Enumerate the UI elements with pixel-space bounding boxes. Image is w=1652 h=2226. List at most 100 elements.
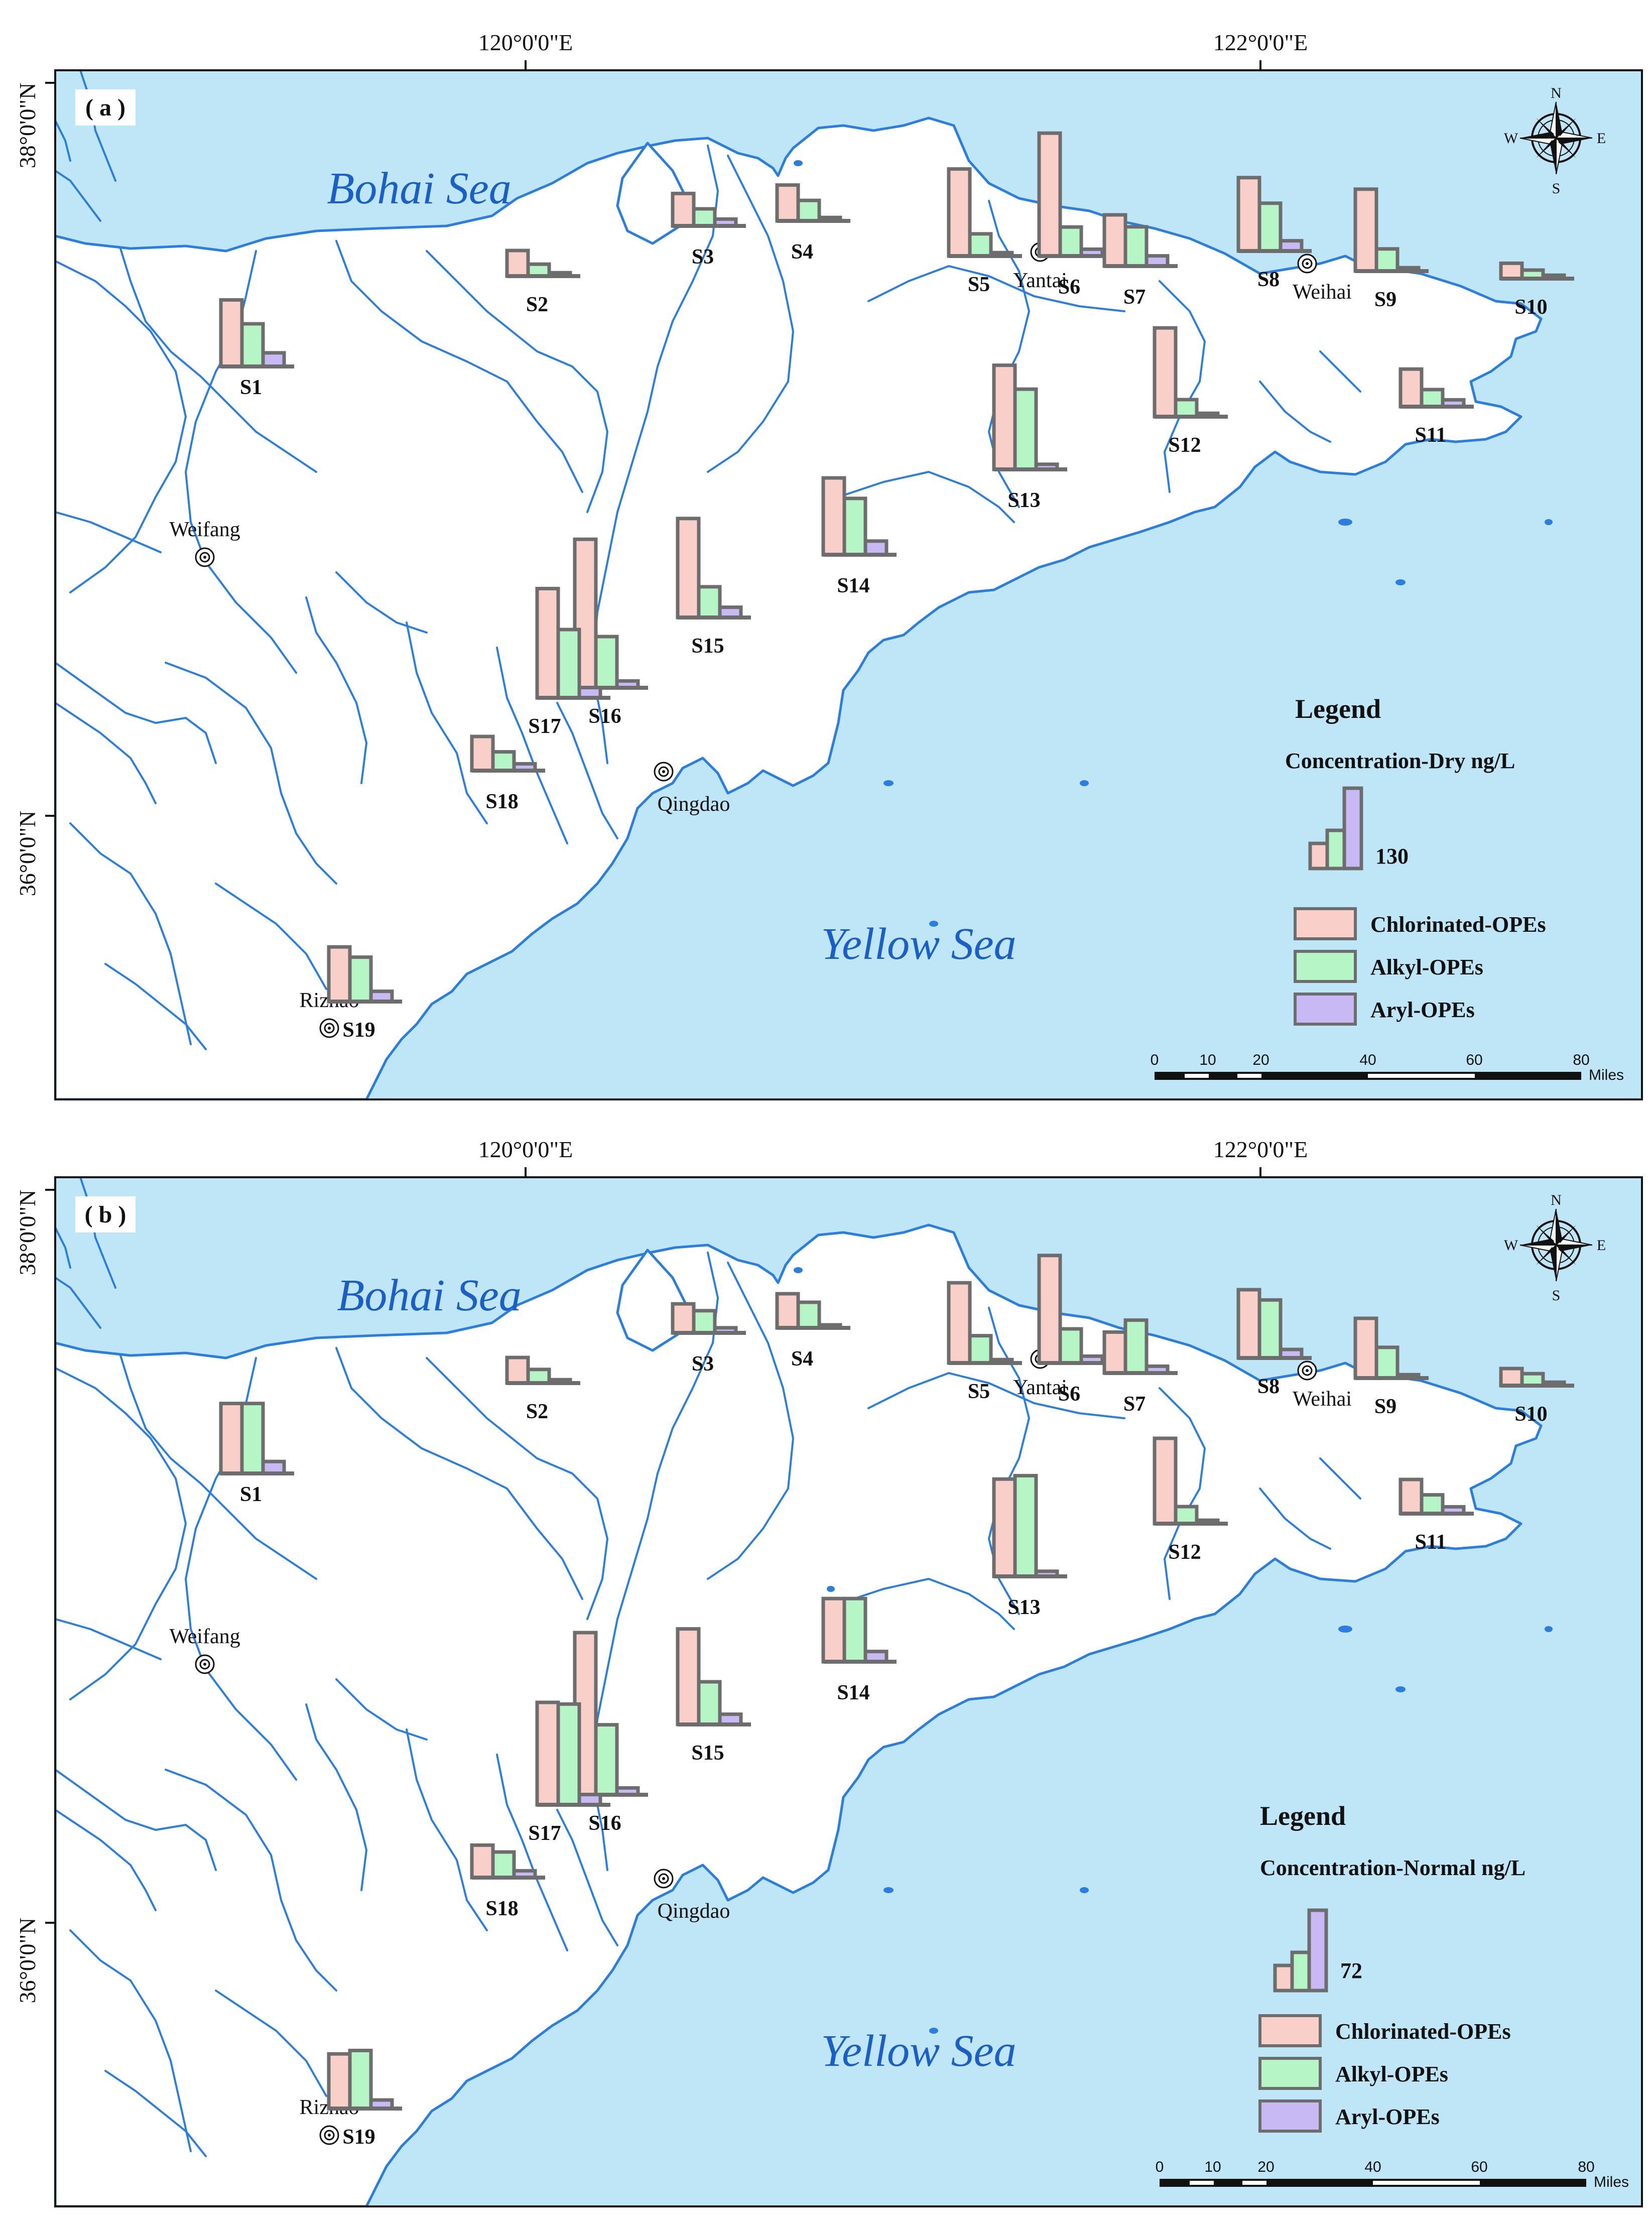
bar-s5-chlorinated [947, 167, 972, 258]
city-qingdao: Qingdao [654, 1869, 730, 1923]
legend-sample-bars [1308, 786, 1363, 871]
svg-text:Aryl-OPEs: Aryl-OPEs [1335, 2105, 1440, 2129]
bar-s17-chlorinated [535, 586, 560, 700]
site-label-s19: S19 [342, 2126, 375, 2149]
site-label-s4: S4 [791, 240, 813, 264]
bar-s6-alkyl [1058, 1327, 1083, 1365]
site-s10-bars: S10 [1499, 261, 1574, 319]
bar-s17-alkyl [556, 1702, 581, 1807]
site-label-s5: S5 [968, 1380, 990, 1403]
svg-text:20: 20 [1257, 2159, 1274, 2175]
bar-s17-alkyl [556, 628, 581, 700]
north-arrow-icon: N S E W [1504, 1192, 1606, 1304]
legend-item-chlorinated: Chlorinated-OPEs [1294, 907, 1546, 940]
site-s19-bars: S19 [327, 945, 402, 1042]
site-s18-bars: S18 [470, 1843, 545, 1920]
site-s11-bars: S11 [1399, 367, 1474, 447]
svg-text:Aryl-OPEs: Aryl-OPEs [1370, 998, 1475, 1022]
site-s3-bars: S3 [671, 191, 746, 269]
svg-text:N: N [1551, 85, 1562, 101]
site-s19-bars: S19 [327, 2048, 402, 2149]
site-s4-bars: S4 [775, 183, 850, 264]
svg-text:Weihai: Weihai [1293, 1388, 1352, 1411]
site-label-s1: S1 [240, 1483, 262, 1506]
site-label-s3: S3 [692, 1352, 714, 1376]
bar-s11-alkyl [1420, 1493, 1445, 1516]
svg-text:S: S [1552, 1287, 1561, 1304]
site-label-s17: S17 [528, 715, 561, 738]
legend-value: 130 [1375, 844, 1409, 869]
bar-s3-chlorinated [671, 1302, 696, 1335]
bar-s14-chlorinated [821, 476, 846, 557]
bar-s8-chlorinated [1236, 176, 1261, 253]
site-label-s9: S9 [1374, 1395, 1396, 1418]
legend-sample-bars [1273, 1908, 1328, 1993]
site-s13-bars: S13 [992, 1473, 1067, 1619]
site-label-s19: S19 [342, 1019, 375, 1042]
site-label-s1: S1 [240, 376, 262, 399]
svg-text:Qingdao: Qingdao [658, 793, 730, 816]
legend: Legend Concentration-Normal ng/L 72 Chlo… [1258, 1801, 1526, 2133]
svg-text:Miles: Miles [1589, 1067, 1624, 1083]
bar-s9-chlorinated [1353, 1316, 1378, 1380]
bar-s11-chlorinated [1399, 367, 1424, 409]
svg-text:80: 80 [1578, 2159, 1594, 2175]
bar-s3-chlorinated [671, 191, 696, 228]
bar-s18-chlorinated [470, 734, 495, 773]
svg-text:0: 0 [1151, 1052, 1159, 1068]
bar-s19-chlorinated [327, 945, 352, 1004]
bar-s14-alkyl [842, 1596, 867, 1664]
svg-text:Chlorinated-OPEs: Chlorinated-OPEs [1335, 2019, 1511, 2044]
bar-s15-alkyl [697, 1680, 722, 1726]
bar-s13-alkyl [1013, 387, 1038, 471]
bar-s5-alkyl [968, 1334, 993, 1365]
sea-label-yellow: Yellow Sea [821, 919, 1016, 969]
legend-title: Legend [1260, 1801, 1346, 1831]
svg-text:S: S [1552, 180, 1561, 197]
site-label-s17: S17 [528, 1822, 561, 1845]
legend-value: 72 [1340, 1958, 1362, 1983]
site-s7-bars: S7 [1102, 213, 1178, 309]
site-label-s12: S12 [1168, 434, 1201, 457]
bar-s6-alkyl [1058, 225, 1083, 258]
bar-s18-alkyl [491, 1850, 516, 1880]
bar-s4-alkyl [796, 1300, 821, 1330]
panel-b-frame [54, 1176, 1643, 2207]
bar-s12-chlorinated [1153, 1436, 1178, 1526]
svg-text:40: 40 [1359, 1052, 1376, 1068]
svg-text:N: N [1551, 1192, 1562, 1208]
bar-s19-alkyl [348, 955, 373, 1004]
bar-s4-alkyl [796, 198, 821, 223]
site-label-s10: S10 [1514, 1403, 1547, 1426]
bar-s15-alkyl [697, 585, 722, 620]
site-label-s11: S11 [1415, 1531, 1446, 1554]
bar-s1-chlorinated [219, 298, 244, 368]
site-label-s3: S3 [692, 245, 714, 269]
bar-s1-chlorinated [219, 1402, 244, 1475]
bar-s9-alkyl [1374, 1345, 1400, 1380]
legend-item-chlorinated: Chlorinated-OPEs [1258, 2014, 1511, 2047]
bar-s15-chlorinated [676, 517, 701, 620]
legend-item-aryl: Aryl-OPEs [1294, 993, 1475, 1026]
bar-s7-alkyl [1123, 225, 1149, 268]
coord-lat-36: 36°0'0"N [15, 811, 40, 897]
bar-s8-alkyl [1257, 1298, 1283, 1360]
site-label-s16: S16 [588, 1812, 621, 1835]
city-yantai: Yantai [1013, 1349, 1067, 1399]
city-weihai: Weihai [1293, 1361, 1352, 1411]
north-arrow-icon: N S E W [1504, 85, 1606, 197]
bar-s13-alkyl [1013, 1473, 1038, 1578]
svg-text:Yantai: Yantai [1013, 269, 1067, 292]
svg-text:Miles: Miles [1594, 2174, 1629, 2190]
bar-s3-alkyl [692, 207, 717, 228]
bar-s7-alkyl [1123, 1318, 1149, 1375]
bar-s16-alkyl [594, 635, 619, 690]
site-s12-bars: S12 [1153, 1436, 1228, 1564]
site-label-s10: S10 [1514, 296, 1547, 319]
site-label-s6: S6 [1058, 1383, 1080, 1406]
coord-lon-122: 122°0'0"E [1213, 1137, 1308, 1162]
bar-s15-chlorinated [676, 1627, 701, 1726]
svg-text:Qingdao: Qingdao [658, 1900, 730, 1923]
